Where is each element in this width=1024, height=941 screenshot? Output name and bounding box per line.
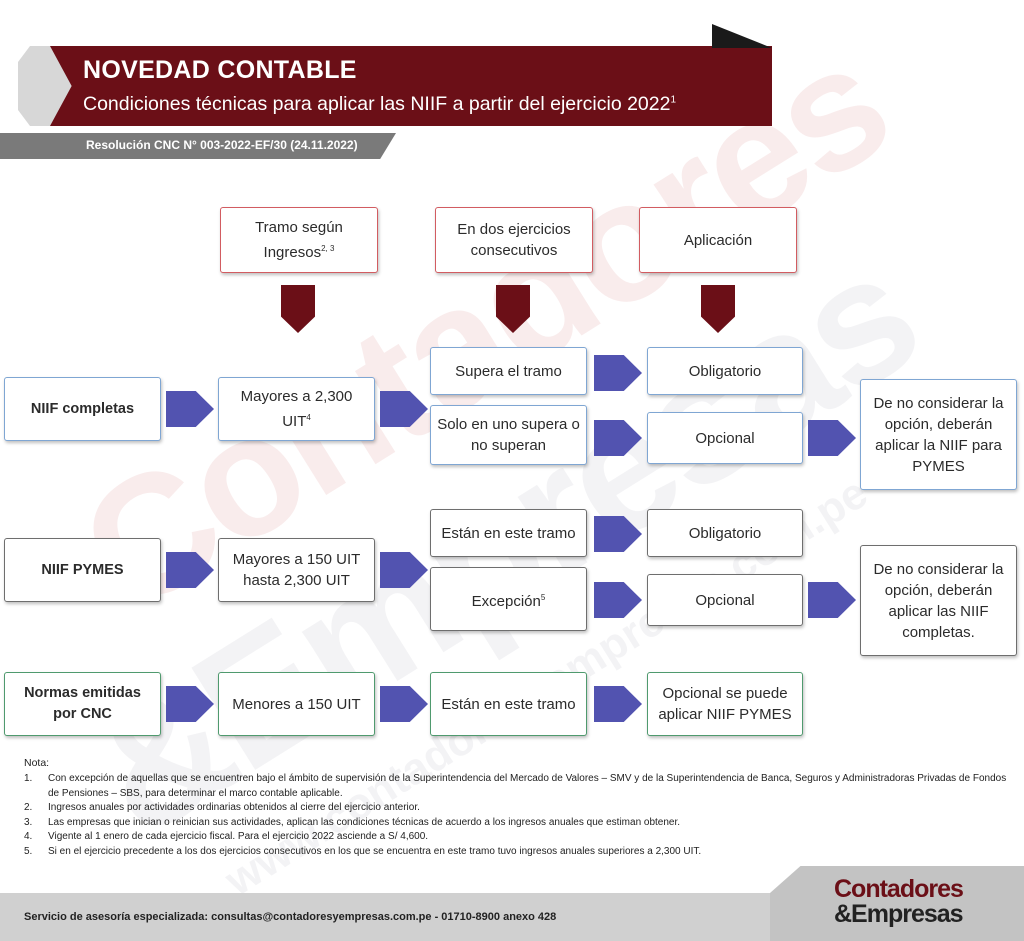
page-title: NOVEDAD CONTABLE bbox=[83, 56, 357, 84]
note-niif-completas-fallback: De no considerar la opción, deberán apli… bbox=[860, 545, 1017, 656]
column-header-tramo: Tramo según Ingresos2, 3 bbox=[220, 207, 378, 273]
resolution-text: Resolución CNC N° 003-2022-EF/30 (24.11.… bbox=[86, 138, 358, 152]
app-obligatorio-completas: Obligatorio bbox=[647, 347, 803, 395]
cond-estan-tramo-cnc: Están en este tramo bbox=[430, 672, 587, 736]
note-item: 2.Ingresos anuales por actividades ordin… bbox=[24, 802, 420, 813]
tramo-menores-150: Menores a 150 UIT bbox=[218, 672, 375, 736]
footer-logo-band bbox=[770, 866, 1024, 941]
right-arrow-icon bbox=[594, 686, 642, 722]
right-arrow-icon bbox=[594, 582, 642, 618]
app-opcional-cnc: Opcional se puede aplicar NIIF PYMES bbox=[647, 672, 803, 736]
cond-supera-tramo: Supera el tramo bbox=[430, 347, 587, 395]
tramo-150-2300: Mayores a 150 UIT hasta 2,300 UIT bbox=[218, 538, 375, 602]
app-opcional-completas: Opcional bbox=[647, 412, 803, 464]
right-arrow-icon bbox=[594, 516, 642, 552]
page-subtitle: Condiciones técnicas para aplicar las NI… bbox=[83, 93, 677, 115]
note-item: 3.Las empresas que inician o reinician s… bbox=[24, 816, 681, 828]
row-label-niif-pymes: NIIF PYMES bbox=[4, 538, 161, 602]
down-arrow-icon bbox=[496, 285, 530, 333]
app-opcional-pymes: Opcional bbox=[647, 574, 803, 626]
right-arrow-icon bbox=[166, 391, 214, 427]
row-label-niif-completas: NIIF completas bbox=[4, 377, 161, 441]
app-obligatorio-pymes: Obligatorio bbox=[647, 509, 803, 557]
cond-solo-uno-supera: Solo en uno supera o no superan bbox=[430, 405, 587, 465]
down-arrow-icon bbox=[281, 285, 315, 333]
right-arrow-icon bbox=[380, 686, 428, 722]
right-arrow-icon bbox=[594, 420, 642, 456]
cond-estan-tramo-pymes: Están en este tramo bbox=[430, 509, 587, 557]
note-item: 1.Con excepción de aquellas que se encue… bbox=[24, 773, 1007, 799]
footer-contact: Servicio de asesoría especializada: cons… bbox=[24, 911, 557, 923]
brand-logo: Contadores &Empresas bbox=[834, 875, 964, 928]
right-arrow-icon bbox=[594, 355, 642, 391]
column-header-aplicacion: Aplicación bbox=[639, 207, 797, 273]
row-label-normas-cnc: Normas emitidas por CNC bbox=[4, 672, 161, 736]
right-arrow-icon bbox=[808, 420, 856, 456]
down-arrow-icon bbox=[701, 285, 735, 333]
note-item: 4.Vigente al 1 enero de cada ejercicio f… bbox=[24, 831, 429, 842]
cond-excepcion: Excepción5 bbox=[430, 567, 587, 631]
notes-list: 1.Con excepción de aquellas que se encue… bbox=[24, 772, 1009, 859]
note-niif-pymes-fallback: De no considerar la opción, deberán apli… bbox=[860, 379, 1017, 490]
right-arrow-icon bbox=[380, 552, 428, 588]
right-arrow-icon bbox=[380, 391, 428, 427]
tramo-mayores-2300: Mayores a 2,300 UIT4 bbox=[218, 377, 375, 441]
right-arrow-icon bbox=[808, 582, 856, 618]
note-item: 5.Si en el ejercicio precedente a los do… bbox=[24, 845, 702, 857]
right-arrow-icon bbox=[166, 686, 214, 722]
notes-title: Nota: bbox=[24, 757, 50, 769]
resolution-band bbox=[0, 133, 396, 159]
header-corner-decoration bbox=[712, 24, 772, 48]
header-band bbox=[50, 46, 772, 126]
right-arrow-icon bbox=[166, 552, 214, 588]
column-header-ejercicios: En dos ejercicios consecutivos bbox=[435, 207, 593, 273]
